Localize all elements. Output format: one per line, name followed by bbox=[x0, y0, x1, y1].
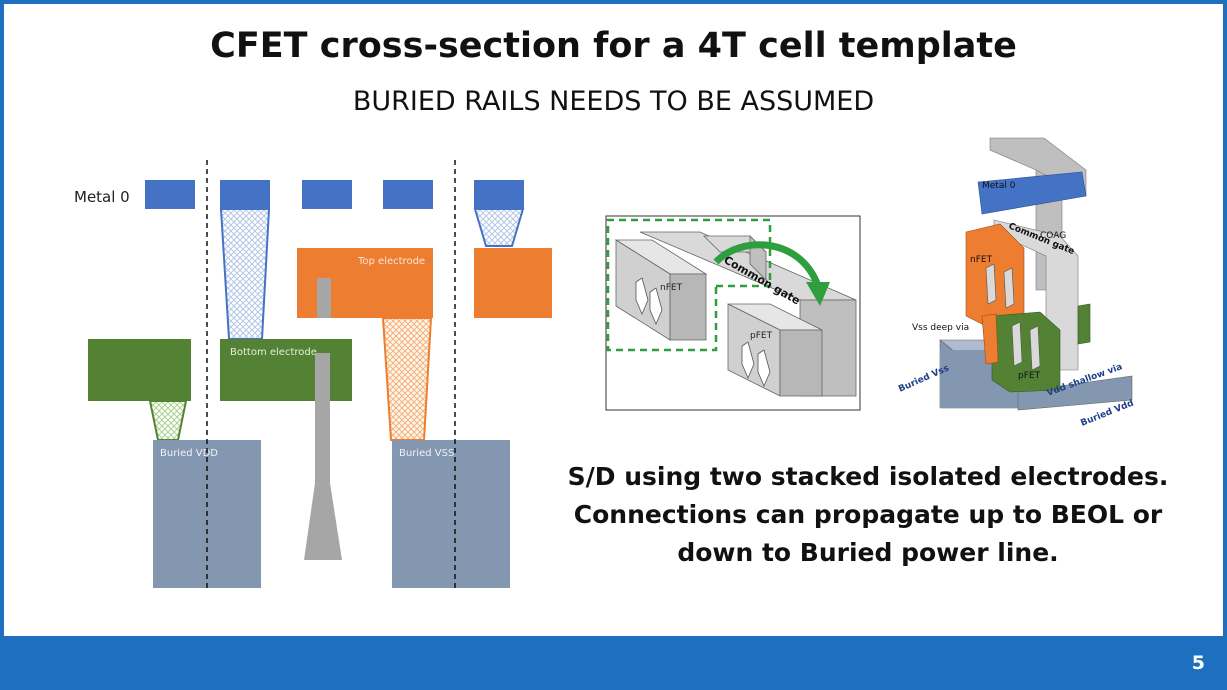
top-contact-plug bbox=[317, 278, 331, 318]
metal0-line-5 bbox=[474, 180, 524, 209]
buried-vss-label: Buried VSS bbox=[399, 448, 454, 459]
top-to-vss-via bbox=[381, 317, 433, 441]
slide-title: CFET cross-section for a 4T cell templat… bbox=[210, 26, 1017, 66]
metal0-line-1 bbox=[145, 180, 195, 209]
metal0-line-3 bbox=[302, 180, 352, 209]
top-electrode-label: Top electrode bbox=[357, 256, 425, 267]
slide-subtitle: BURIED RAILS NEEDS TO BE ASSUMED bbox=[352, 86, 875, 117]
caption-line-1: S/D using two stacked isolated electrode… bbox=[567, 462, 1169, 491]
m0-top-via bbox=[473, 208, 525, 247]
footer-bar: 5 bbox=[0, 636, 1227, 690]
m0-bottom-via bbox=[219, 208, 271, 340]
metal0-line-2 bbox=[220, 180, 270, 209]
cross-section-diagram: Top electrode Bottom electrode Buried VD… bbox=[74, 160, 552, 590]
caption-line-2: Connections can propagate up to BEOL or bbox=[573, 500, 1163, 529]
long-contact-stem bbox=[315, 353, 330, 483]
buried-vdd-label: Buried VDD bbox=[160, 448, 218, 459]
caption-line-3: down to Buried power line. bbox=[677, 538, 1059, 567]
slide-caption: S/D using two stacked isolated electrode… bbox=[548, 458, 1188, 572]
top-electrode-2 bbox=[474, 248, 552, 318]
bottom-electrode-label: Bottom electrode bbox=[230, 347, 317, 358]
metal0-line-4 bbox=[383, 180, 433, 209]
bottom-to-vdd-via bbox=[148, 400, 188, 441]
bottom-electrode-1 bbox=[88, 339, 191, 401]
long-contact-taper bbox=[304, 483, 342, 560]
buried-vss-rail bbox=[392, 440, 510, 588]
page-number: 5 bbox=[1191, 652, 1205, 674]
metal0-label: Metal 0 bbox=[74, 188, 130, 206]
